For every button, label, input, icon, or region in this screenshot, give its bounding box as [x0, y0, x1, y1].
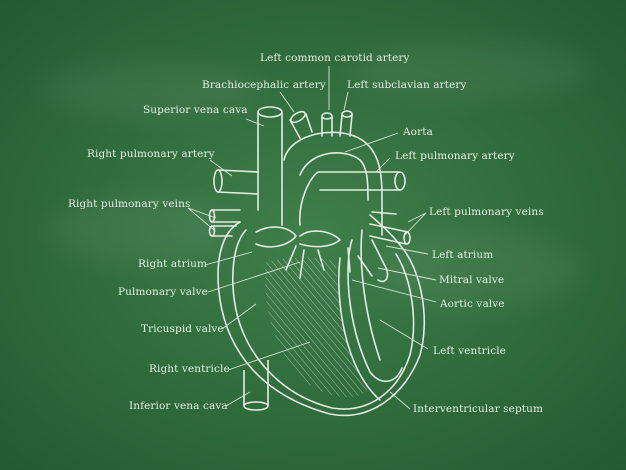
label-right-pulmonary-veins: Right pulmonary veins [68, 198, 191, 210]
label-pulmonary-valve: Pulmonary valve [118, 286, 208, 298]
label-brachiocephalic-artery: Brachiocephalic artery [202, 79, 326, 91]
heart-outline [208, 106, 426, 417]
label-superior-vena-cava: Superior vena cava [143, 104, 248, 116]
label-aorta: Aorta [403, 126, 433, 138]
label-left-atrium: Left atrium [432, 249, 494, 261]
label-right-ventricle: Right ventricle [149, 363, 230, 375]
leader-lines [187, 66, 437, 410]
label-left-ventricle: Left ventricle [433, 345, 506, 357]
label-right-atrium: Right atrium [138, 258, 208, 270]
chalk-smudges [40, 40, 590, 310]
label-aortic-valve: Aortic valve [440, 298, 505, 310]
label-left-subclavian-artery: Left subclavian artery [347, 79, 467, 91]
pulmonary-trunk-shape [299, 171, 401, 226]
label-left-pulmonary-artery: Left pulmonary artery [395, 150, 515, 162]
label-right-pulmonary-artery: Right pulmonary artery [87, 148, 215, 160]
label-left-common-carotid-artery: Left common carotid artery [260, 52, 410, 64]
heart-body-outline [217, 214, 426, 417]
label-tricuspid-valve: Tricuspid valve [141, 323, 224, 335]
label-mitral-valve: Mitral valve [439, 274, 505, 286]
ventricle-hatching [265, 257, 368, 398]
superior-vena-cava-shape [257, 112, 283, 226]
label-inferior-vena-cava: Inferior vena cava [129, 400, 228, 412]
label-left-pulmonary-veins: Left pulmonary veins [429, 206, 544, 218]
inferior-vena-cava-shape [243, 360, 269, 411]
label-interventricular-septum: Interventricular septum [413, 403, 544, 415]
aorta-shape [283, 131, 383, 236]
